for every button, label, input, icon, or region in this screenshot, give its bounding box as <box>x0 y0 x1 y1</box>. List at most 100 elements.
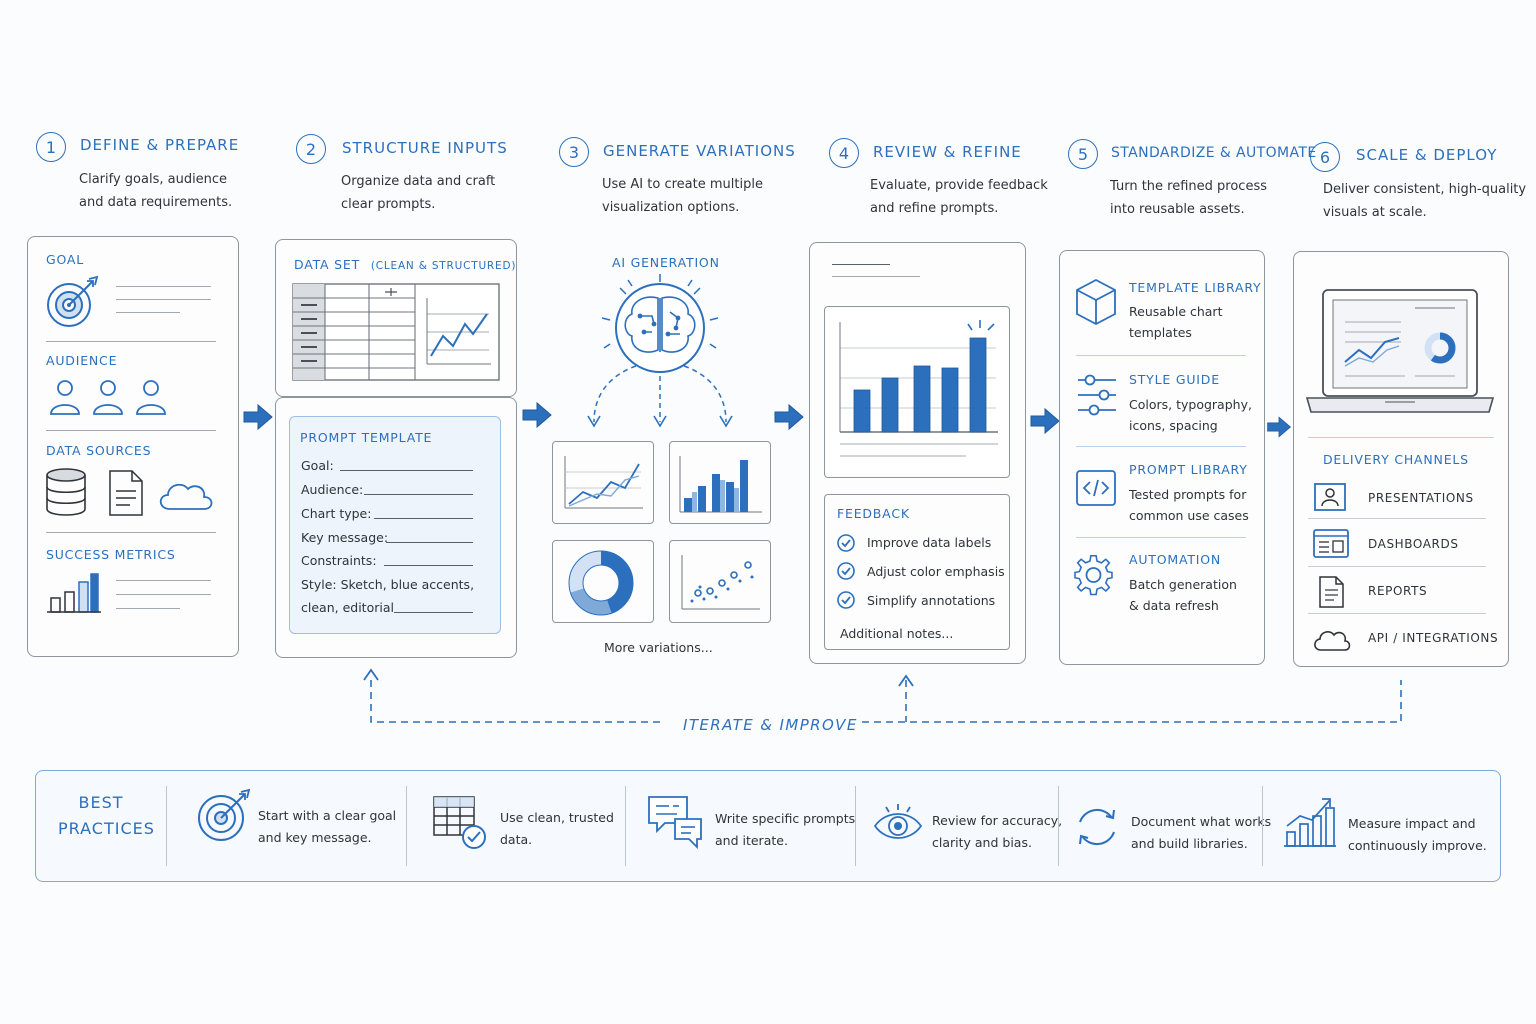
field-style-cont: clean, editorial <box>301 600 394 615</box>
target-icon <box>47 275 99 327</box>
best-practice-text: Use clean, trusted <box>500 810 614 825</box>
cube-icon <box>1076 278 1116 326</box>
scatter-chart-icon <box>681 555 760 610</box>
delivery-channels-label: Delivery Channels <box>1323 452 1469 467</box>
best-practice-text: Document what works <box>1131 814 1272 829</box>
donut-chart-icon <box>568 550 634 616</box>
data-set-label: Data Set (Clean & Structured) <box>294 257 517 272</box>
field-key-message: Key message: <box>301 530 389 545</box>
data-sources-icons <box>46 468 213 516</box>
best-practice-text: Review for accuracy, <box>932 813 1063 828</box>
prompt-library-title: Prompt Library <box>1129 462 1248 477</box>
more-variations-link[interactable]: More variations... <box>604 640 713 655</box>
refresh-icon <box>1079 808 1115 846</box>
step-title: Review & Refine <box>873 143 1022 161</box>
bar-chart-preview-icon <box>839 320 998 457</box>
channel-reports[interactable]: Reports <box>1368 584 1428 598</box>
eye-icon <box>873 804 923 839</box>
success-metrics-label: Success Metrics <box>46 547 176 562</box>
automation-title: Automation <box>1129 552 1222 567</box>
step-description: and data requirements. <box>79 195 233 210</box>
field-constraints: Constraints: <box>301 553 377 568</box>
bar-chart-icon <box>47 573 101 613</box>
presentation-icon <box>1314 483 1346 511</box>
prompt-template-label: Prompt Template <box>300 430 433 445</box>
feedback-item: Adjust color emphasis <box>867 564 1005 579</box>
variation-scatter-chart[interactable] <box>669 540 771 623</box>
field-style: Style: Sketch, blue accents, <box>301 577 475 592</box>
bar-chart-icon <box>679 456 762 513</box>
channel-presentations[interactable]: Presentations <box>1368 491 1474 505</box>
step-number: 1 <box>36 132 66 162</box>
prompt-library-desc: Tested prompts for <box>1129 487 1247 502</box>
best-practice-text: and iterate. <box>715 833 788 848</box>
flow-arrow-icon <box>774 403 804 431</box>
ai-brain-icon <box>587 274 733 428</box>
flow-arrow-icon <box>1267 416 1291 438</box>
step-description: Use AI to create multiple <box>602 177 763 192</box>
step-description: visualization options. <box>602 200 740 215</box>
database-icon <box>46 468 86 516</box>
prompt-template-card <box>289 416 501 634</box>
audience-label: Audience <box>46 353 118 368</box>
best-practices-bar <box>35 770 1501 882</box>
template-library-desc: Reusable chart <box>1129 304 1223 319</box>
flow-arrow-icon <box>522 401 552 429</box>
step-description: Organize data and craft <box>341 174 496 189</box>
check-circle-icon <box>837 562 855 580</box>
code-icon <box>1076 470 1116 506</box>
feedback-item: Simplify annotations <box>867 593 996 608</box>
style-guide-desc: icons, spacing <box>1129 418 1218 433</box>
step-description: Turn the refined process <box>1110 179 1267 194</box>
field-goal: Goal: <box>301 458 334 473</box>
step-title: Define & Prepare <box>80 136 240 154</box>
step-number: 2 <box>296 134 326 164</box>
step-description: visuals at scale. <box>1323 205 1427 220</box>
step-description: and refine prompts. <box>870 201 999 216</box>
step-description: into reusable assets. <box>1110 202 1245 217</box>
gear-icon <box>1074 554 1113 596</box>
channel-dashboards[interactable]: Dashboards <box>1368 537 1459 551</box>
feedback-card <box>824 494 1010 650</box>
step-title: Structure Inputs <box>342 139 508 157</box>
check-circle-icon <box>837 591 855 609</box>
feedback-label: Feedback <box>837 506 910 521</box>
ai-generation-label: AI Generation <box>612 255 720 270</box>
automation-desc: Batch generation <box>1129 577 1237 592</box>
data-sources-label: Data Sources <box>46 443 152 458</box>
cloud-icon <box>159 483 213 510</box>
chat-bubbles-icon <box>648 796 702 850</box>
flow-arrow-icon <box>1030 407 1060 435</box>
check-circle-icon <box>837 534 855 552</box>
template-library-title: Template Library <box>1129 280 1262 295</box>
step-title: Generate Variations <box>603 142 796 160</box>
iterate-loop-connector <box>363 668 1402 723</box>
growth-chart-icon <box>1284 798 1336 847</box>
step-description: Clarify goals, audience <box>79 172 228 187</box>
additional-notes-link[interactable]: Additional notes... <box>840 626 954 641</box>
feedback-item: Improve data labels <box>867 535 992 550</box>
step-description: Deliver consistent, high-quality <box>1323 182 1527 197</box>
spreadsheet-with-chart-icon <box>292 283 500 381</box>
line-chart-icon <box>564 456 643 509</box>
variation-donut-chart[interactable] <box>552 540 654 623</box>
variation-bar-chart[interactable] <box>669 441 771 524</box>
best-practice-text: Measure impact and <box>1348 816 1476 831</box>
best-practice-text: continuously improve. <box>1348 838 1487 853</box>
best-practice-text: clarity and bias. <box>932 835 1032 850</box>
best-practice-text: Start with a clear goal <box>258 808 397 823</box>
variation-line-chart[interactable] <box>552 441 654 524</box>
cloud-icon <box>1314 630 1351 651</box>
step-title: Scale & Deploy <box>1356 146 1498 164</box>
best-practices-title: Best Practices <box>58 793 155 838</box>
document-icon <box>109 470 143 516</box>
laptop-icon <box>1305 289 1495 413</box>
prompt-library-desc: common use cases <box>1129 508 1249 523</box>
step-number: 6 <box>1310 142 1340 172</box>
dashboard-icon <box>1313 529 1349 558</box>
field-audience: Audience: <box>301 482 364 497</box>
channel-api-integrations[interactable]: API / Integrations <box>1368 631 1499 645</box>
step-title: Standardize & Automate <box>1111 145 1317 161</box>
style-guide-desc: Colors, typography, <box>1129 397 1252 412</box>
best-practice-text: Write specific prompts <box>715 811 856 826</box>
